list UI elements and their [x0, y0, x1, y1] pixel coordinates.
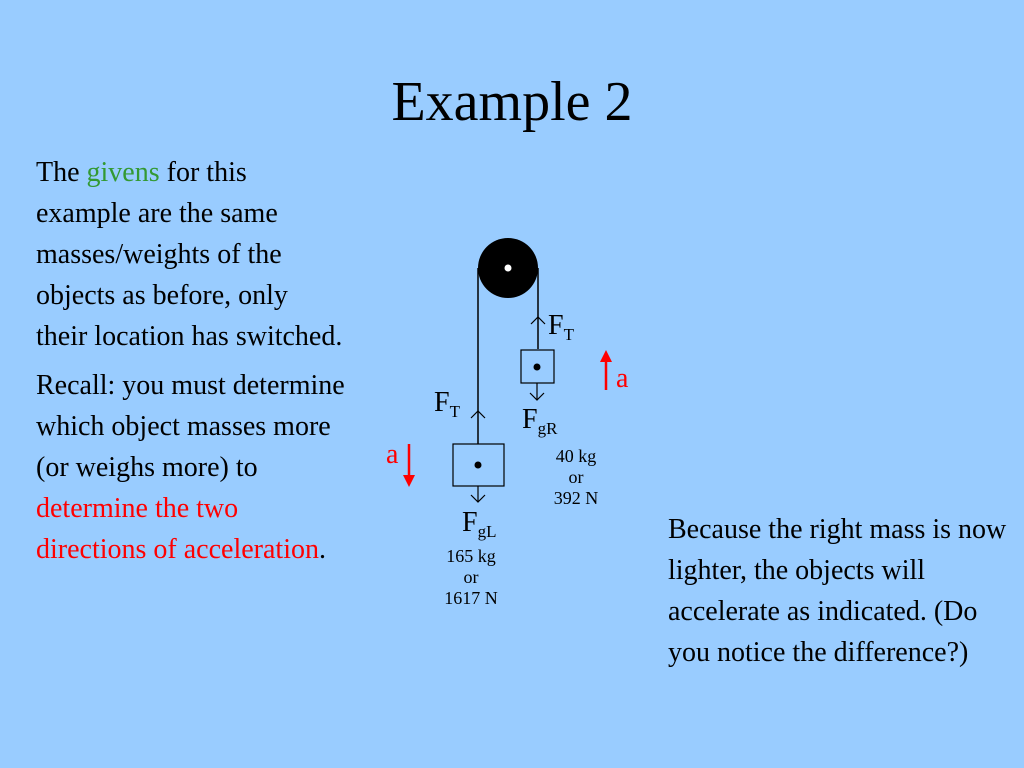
left-accel-arrowhead	[403, 475, 415, 487]
right-gravity-label: FgR	[522, 405, 557, 444]
givens-text-end: for this example are the same masses/wei…	[36, 157, 343, 352]
left-text-block: The givens for this example are the same…	[36, 152, 346, 578]
right-mass-values: 40 kg or 392 N	[540, 446, 612, 509]
right-mass-center	[533, 363, 541, 371]
givens-highlight: givens	[86, 157, 160, 188]
left-mass-kg: 165 kg	[446, 546, 496, 566]
right-mass-newton: 392 N	[553, 488, 599, 508]
left-tension-label: FT	[434, 388, 460, 427]
right-gravity-base: F	[522, 404, 538, 435]
left-gravity-base: F	[462, 507, 478, 538]
right-accel-arrowhead	[600, 350, 612, 362]
right-tension-label: FT	[548, 311, 574, 350]
right-mass-or: or	[568, 467, 584, 487]
right-tension-arrowhead	[530, 316, 546, 325]
slide-title: Example 2	[391, 71, 633, 133]
left-mass-or: or	[463, 567, 479, 587]
right-gravity-arrowhead	[529, 392, 545, 401]
recall-text-start: Recall: you must determine which object …	[36, 370, 345, 483]
right-tension-sub: T	[563, 325, 574, 344]
left-accel-label: a	[386, 439, 399, 470]
left-mass-center	[474, 461, 482, 469]
explanation-paragraph: Because the right mass is now lighter, t…	[668, 514, 1007, 668]
right-mass-kg: 40 kg	[555, 446, 597, 466]
left-tension-base: F	[434, 387, 450, 418]
recall-paragraph: Recall: you must determine which object …	[36, 365, 346, 570]
recall-highlight: determine the two directions of accelera…	[36, 493, 319, 565]
left-gravity-label: FgL	[462, 508, 496, 547]
right-tension-base: F	[548, 310, 564, 341]
left-mass-newton: 1617 N	[444, 588, 498, 608]
pulley-axle	[504, 264, 512, 272]
right-gravity-sub: gR	[537, 419, 558, 438]
left-gravity-arrowhead	[470, 494, 486, 503]
givens-paragraph: The givens for this example are the same…	[36, 152, 346, 357]
left-mass-values: 165 kg or 1617 N	[432, 546, 510, 609]
recall-text-end: .	[318, 534, 326, 565]
left-tension-sub: T	[449, 402, 460, 421]
right-accel-label: a	[616, 363, 629, 394]
left-tension-arrowhead	[470, 410, 486, 419]
givens-text-start: The	[36, 157, 87, 188]
left-gravity-sub: gL	[477, 522, 497, 541]
